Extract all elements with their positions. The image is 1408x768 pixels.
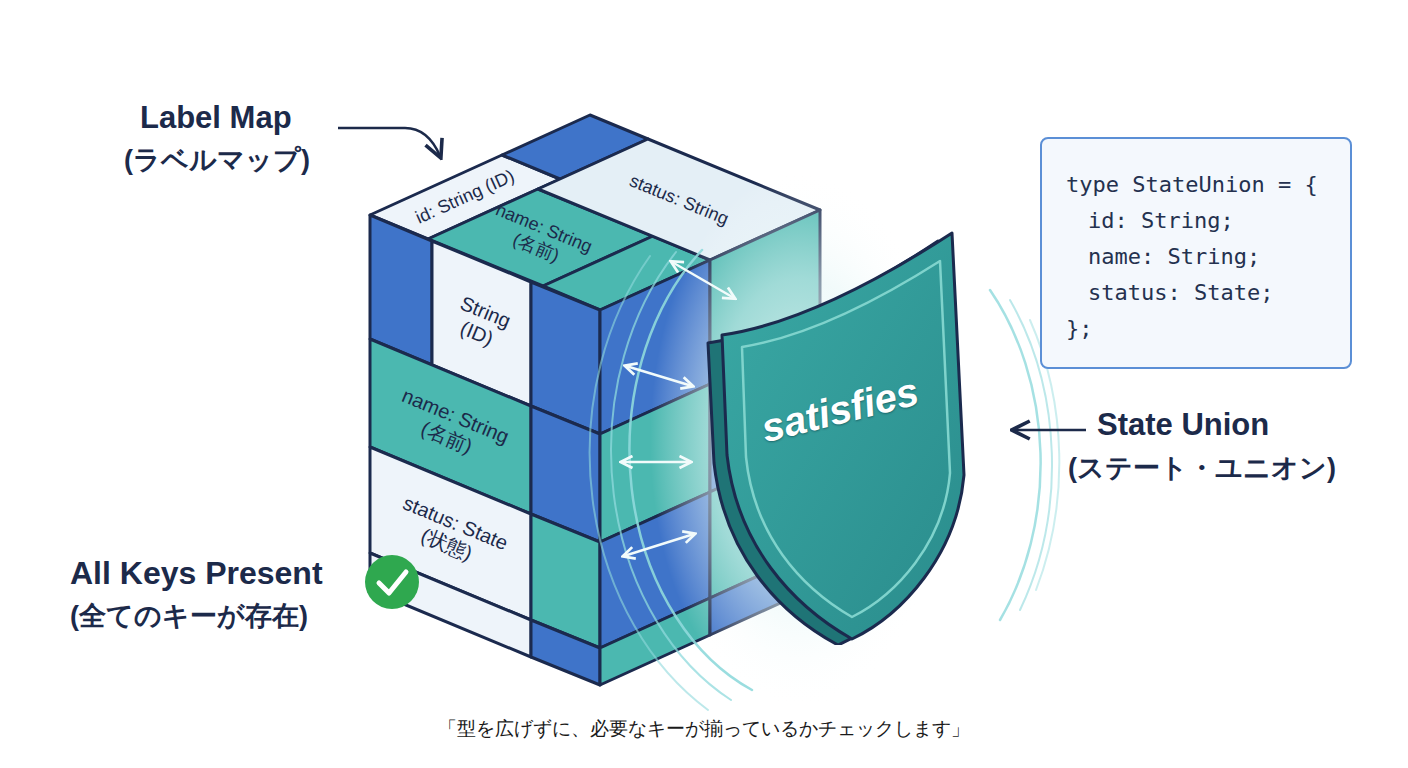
code-line: status: State; (1088, 275, 1330, 311)
code-line: type StateUnion = { (1066, 167, 1330, 203)
callout-label: All Keys Present (70, 555, 323, 592)
leader-arrow (338, 128, 440, 156)
code-line: }; (1066, 311, 1330, 347)
callout-label: (ラベルマップ) (124, 142, 310, 178)
shield-outline (700, 225, 980, 645)
code-line: name: String; (1088, 239, 1330, 275)
callout-label: (全てのキーが存在) (70, 598, 308, 634)
check-icon (365, 555, 419, 609)
leader-arrow (1014, 429, 1086, 432)
code-box: type StateUnion = {id: String;name: Stri… (1040, 137, 1352, 369)
code-line: id: String; (1088, 203, 1330, 239)
callout-label: (ステート・ユニオン) (1068, 450, 1336, 486)
callout-label: State Union (1097, 407, 1269, 443)
shield-shape: satisfies (700, 225, 980, 645)
callout-label: Label Map (140, 100, 292, 136)
caption: 「型を広げずに、必要なキーが揃っているかチェックします」 (438, 716, 970, 742)
